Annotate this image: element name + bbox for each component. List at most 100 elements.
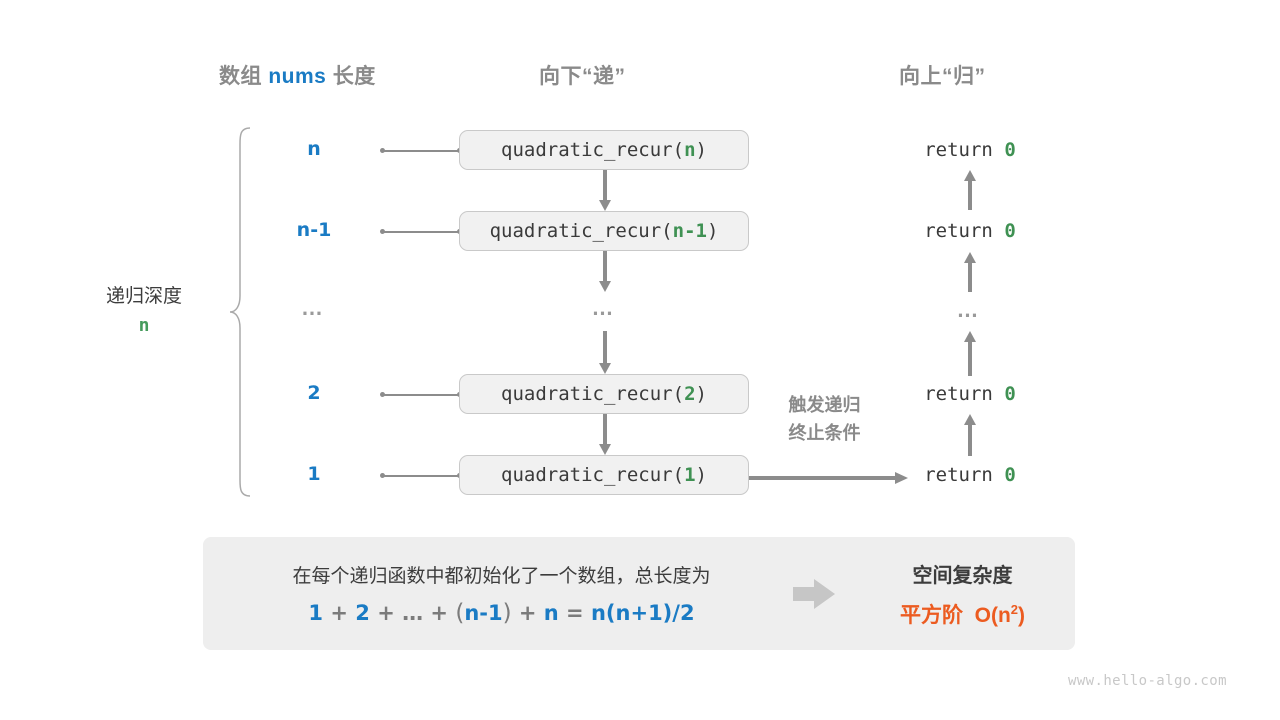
length-connector (380, 473, 462, 478)
formula-result: n(n+1)/2 (590, 601, 695, 625)
return-value: 0 (1004, 383, 1016, 405)
length-connector (380, 148, 462, 153)
arrow-head (963, 252, 976, 263)
arrow-head (963, 331, 976, 342)
return-value: 0 (1004, 220, 1016, 242)
arrow-head (963, 170, 976, 181)
return-statement: return 0 (880, 464, 1060, 486)
function-name: quadratic_recur( (489, 220, 673, 242)
recursion-row: n-1 quadratic_recur(n-1) (0, 211, 1280, 251)
formula-op-2: + (369, 601, 403, 625)
header-array-prefix: 数组 (219, 65, 269, 88)
arrow-shaft (602, 414, 607, 445)
right-arrow-icon (793, 578, 835, 609)
function-call-box[interactable]: quadratic_recur(n) (459, 130, 749, 170)
return-statement: return 0 (880, 220, 1060, 242)
recursion-depth-brace (229, 127, 251, 497)
formula-term-1: 1 (308, 601, 324, 625)
arrow-shaft (967, 261, 972, 292)
formula-lparen: ( (455, 600, 465, 626)
ascend-arrow-icon (963, 414, 976, 456)
complexity-value-prefix: 平方阶 O(n (899, 603, 1011, 627)
formula-ellipsis: … (402, 601, 424, 625)
arrow-shaft (967, 423, 972, 456)
arrow-head (598, 200, 611, 211)
return-statement: return 0 (880, 383, 1060, 405)
recursion-depth-text: 递归深度 (105, 286, 182, 307)
connector-line (382, 394, 460, 396)
watermark: www.hello-algo.com (1068, 673, 1227, 689)
array-length-ellipsis: … (301, 295, 327, 320)
arrow-shaft (602, 331, 607, 364)
descend-arrow-icon (598, 414, 611, 456)
length-connector (380, 229, 462, 234)
function-name: quadratic_recur( (501, 383, 685, 405)
complexity-value-suffix: ) (1018, 603, 1026, 627)
ascend-arrow-icon (963, 331, 976, 376)
summary-formula: 1 + 2 + … + (n-1) + n = n(n+1)/2 (225, 600, 778, 626)
summary-left-section: 在每个递归函数中都初始化了一个数组，总长度为 1 + 2 + … + (n-1)… (203, 561, 778, 626)
function-name: quadratic_recur( (501, 139, 685, 161)
return-keyword: return (924, 139, 1005, 161)
arrow-head (598, 363, 611, 374)
arrow-shaft (749, 476, 897, 480)
function-call-box[interactable]: quadratic_recur(1) (459, 455, 749, 495)
arrow-shaft (793, 586, 815, 601)
return-value: 0 (1004, 139, 1016, 161)
function-call-box[interactable]: quadratic_recur(n-1) (459, 211, 749, 251)
complexity-value: 平方阶 O(n2) (850, 599, 1075, 629)
header-array-suffix: 长度 (326, 65, 376, 88)
recursion-row: 1 quadratic_recur(1) (0, 455, 1280, 495)
complexity-title: 空间复杂度 (912, 564, 1013, 587)
connector-line (382, 150, 460, 152)
connector-line (382, 231, 460, 233)
return-keyword: return (924, 383, 1005, 405)
formula-rparen: ) (502, 600, 512, 626)
arrow-head (895, 472, 908, 484)
summary-description: 在每个递归函数中都初始化了一个数组，总长度为 (292, 566, 711, 587)
function-arg: 2 (684, 383, 696, 405)
header-array-var: nums (268, 65, 327, 88)
function-close-paren: ) (695, 383, 707, 405)
return-value: 0 (1004, 464, 1016, 486)
arrow-head (814, 578, 835, 609)
function-close-paren: ) (706, 220, 719, 242)
arrow-shaft (967, 179, 972, 210)
array-length-label: 1 (307, 463, 321, 485)
recursion-row: n quadratic_recur(n) (0, 130, 1280, 170)
array-length-label: n-1 (296, 219, 332, 241)
function-call-box[interactable]: quadratic_recur(2) (459, 374, 749, 414)
descend-arrow-icon (598, 170, 611, 212)
formula-equals: = (558, 601, 591, 625)
header-array-length: 数组 nums 长度 (219, 60, 376, 90)
formula-term-2: 2 (355, 601, 370, 625)
recursion-depth-value: n (138, 314, 150, 336)
header-descend: 向下“递” (539, 65, 626, 88)
arrow-shaft (602, 251, 607, 282)
formula-term-5: n (543, 601, 559, 625)
base-case-line-1: 触发递归 (788, 395, 861, 415)
ascend-arrow-icon (963, 170, 976, 210)
arrow-shaft (967, 340, 972, 376)
base-case-arrow-icon (749, 472, 909, 484)
function-name: quadratic_recur( (501, 464, 685, 486)
formula-term-4: n-1 (464, 601, 503, 625)
descend-arrow-icon (598, 251, 611, 293)
function-close-paren: ) (695, 464, 707, 486)
recursion-depth-label: 递归深度 n (60, 283, 228, 339)
arrow-shaft (602, 170, 607, 201)
formula-op-4: + (511, 601, 544, 625)
array-length-label: 2 (307, 382, 321, 404)
function-arg: n-1 (672, 220, 707, 242)
summary-right-section: 空间复杂度 平方阶 O(n2) (850, 559, 1075, 629)
ascend-arrow-icon (963, 252, 976, 292)
arrow-head (598, 281, 611, 292)
return-keyword: return (924, 220, 1005, 242)
array-length-label: n (307, 138, 321, 160)
base-case-annotation: 触发递归 终止条件 (762, 392, 887, 448)
summary-panel: 在每个递归函数中都初始化了一个数组，总长度为 1 + 2 + … + (n-1)… (203, 537, 1075, 650)
arrow-head (598, 444, 611, 455)
return-keyword: return (924, 464, 1005, 486)
return-ellipsis: … (956, 297, 984, 322)
